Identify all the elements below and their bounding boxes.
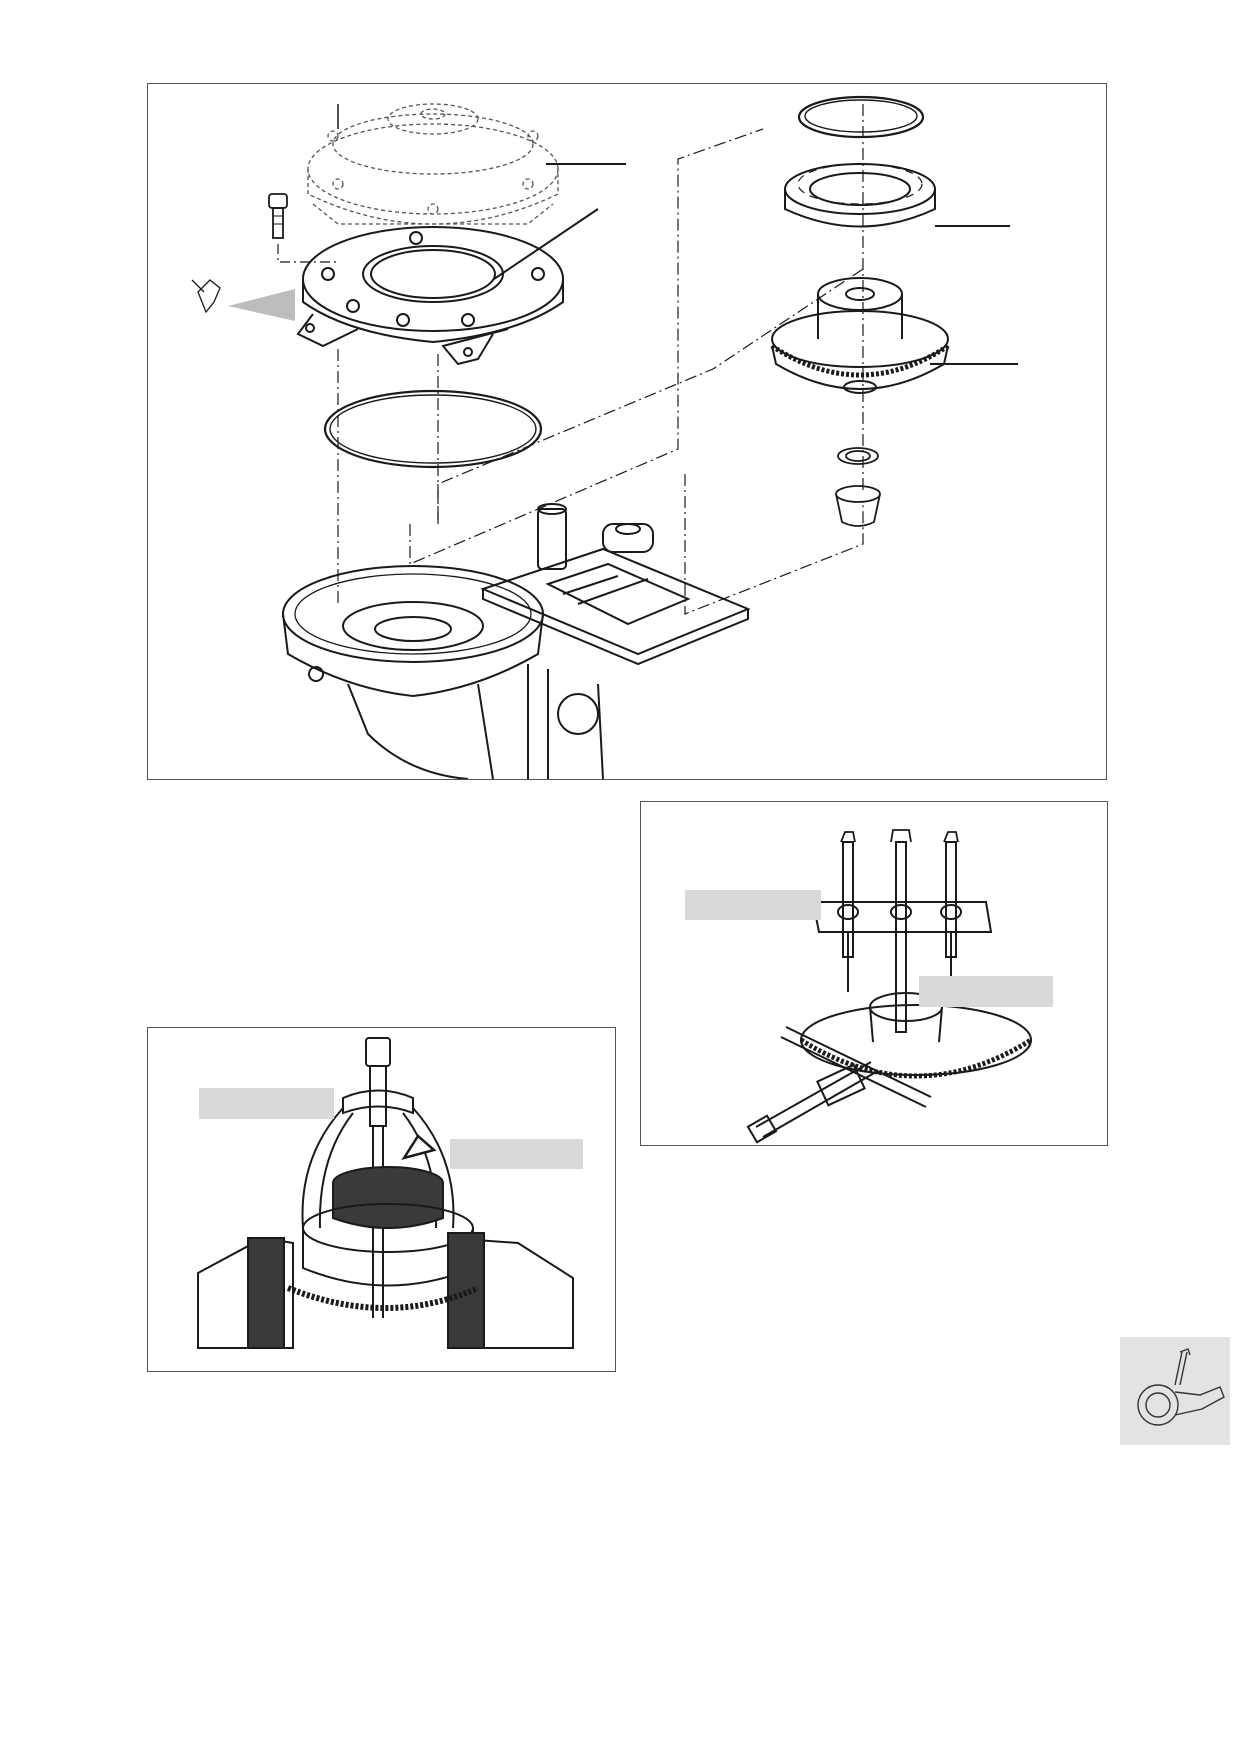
exploded-view-figure <box>147 83 1107 780</box>
grease-gun-icon <box>191 279 221 314</box>
angle-grinder-icon <box>1137 1348 1225 1426</box>
puller-label-a <box>685 890 821 920</box>
holding-fixture <box>480 503 751 779</box>
press-arrow-icon <box>401 1134 437 1161</box>
ghost-housing-cover <box>307 103 559 225</box>
ball-bearing <box>784 163 936 228</box>
bevel-gear <box>770 277 950 394</box>
gear-clamp-bolts <box>746 1026 932 1144</box>
tapered-roller-bearing <box>835 485 881 527</box>
puller-drawing <box>746 829 1033 1144</box>
bench-vise <box>197 1232 574 1349</box>
bearing-flange <box>296 226 564 366</box>
vise-figure <box>147 1027 616 1372</box>
o-ring-large <box>323 389 543 469</box>
vise-label-b <box>450 1139 583 1169</box>
exploded-view-drawing <box>191 95 1018 779</box>
spacer-ring <box>837 447 879 465</box>
bevel-gear-small <box>799 992 1033 1079</box>
tool-thumbnail <box>1120 1337 1230 1445</box>
cap-screw <box>268 193 288 239</box>
vise-drawing <box>197 1037 574 1349</box>
three-jaw-puller <box>811 829 993 1033</box>
puller-figure <box>640 801 1108 1146</box>
snap-ring <box>797 95 925 139</box>
grease-arrow-icon <box>228 289 295 321</box>
puller-label-b <box>919 976 1053 1007</box>
vise-label-a <box>199 1088 334 1119</box>
